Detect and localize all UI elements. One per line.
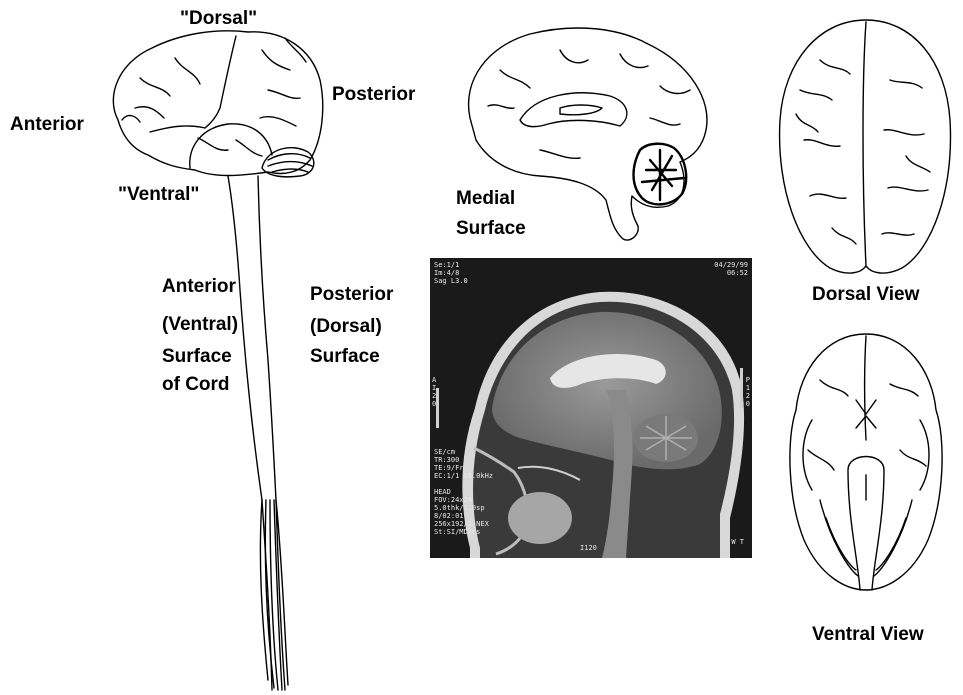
- label-cord-posterior-line3: Surface: [310, 346, 380, 368]
- mri-text-bottom-right: W T: [731, 538, 744, 546]
- label-ventral-view: Ventral View: [812, 624, 924, 646]
- mri-text-right-marks: P 1 2 0: [746, 376, 750, 408]
- mri-sagittal-image: Se:1/1 Im:4/8 Sag L3.0 04/29/99 06:52 SE…: [430, 258, 752, 558]
- dorsal-view-brain-icon: [780, 20, 951, 273]
- label-cord-posterior-line1: Posterior: [310, 284, 393, 306]
- mri-text-left-marks: A I 2 0: [432, 376, 436, 408]
- label-cord-anterior-line2: (Ventral): [162, 314, 238, 336]
- label-cord-anterior-line1: Anterior: [162, 276, 236, 298]
- mri-text-top-right: 04/29/99 06:52: [714, 261, 748, 277]
- label-ventral: "Ventral": [118, 184, 199, 206]
- label-cord-anterior-line4: of Cord: [162, 374, 230, 396]
- label-dorsal: "Dorsal": [180, 8, 257, 30]
- mri-text-top-left: Se:1/1 Im:4/8 Sag L3.0: [434, 261, 468, 285]
- label-cord-posterior-line2: (Dorsal): [310, 316, 382, 338]
- label-dorsal-view: Dorsal View: [812, 284, 919, 306]
- mri-text-bottom-left: SE/cm TR:300 TE:9/Fr EC:1/1 16.0kHz HEAD…: [434, 448, 493, 536]
- ventral-view-brain-icon: [790, 334, 942, 590]
- label-anterior: Anterior: [10, 114, 84, 136]
- mri-text-bottom-center: I120: [580, 544, 597, 552]
- label-posterior: Posterior: [332, 84, 415, 106]
- label-medial-surface-line1: Medial: [456, 188, 515, 210]
- label-cord-anterior-line3: Surface: [162, 346, 232, 368]
- label-medial-surface-line2: Surface: [456, 218, 526, 240]
